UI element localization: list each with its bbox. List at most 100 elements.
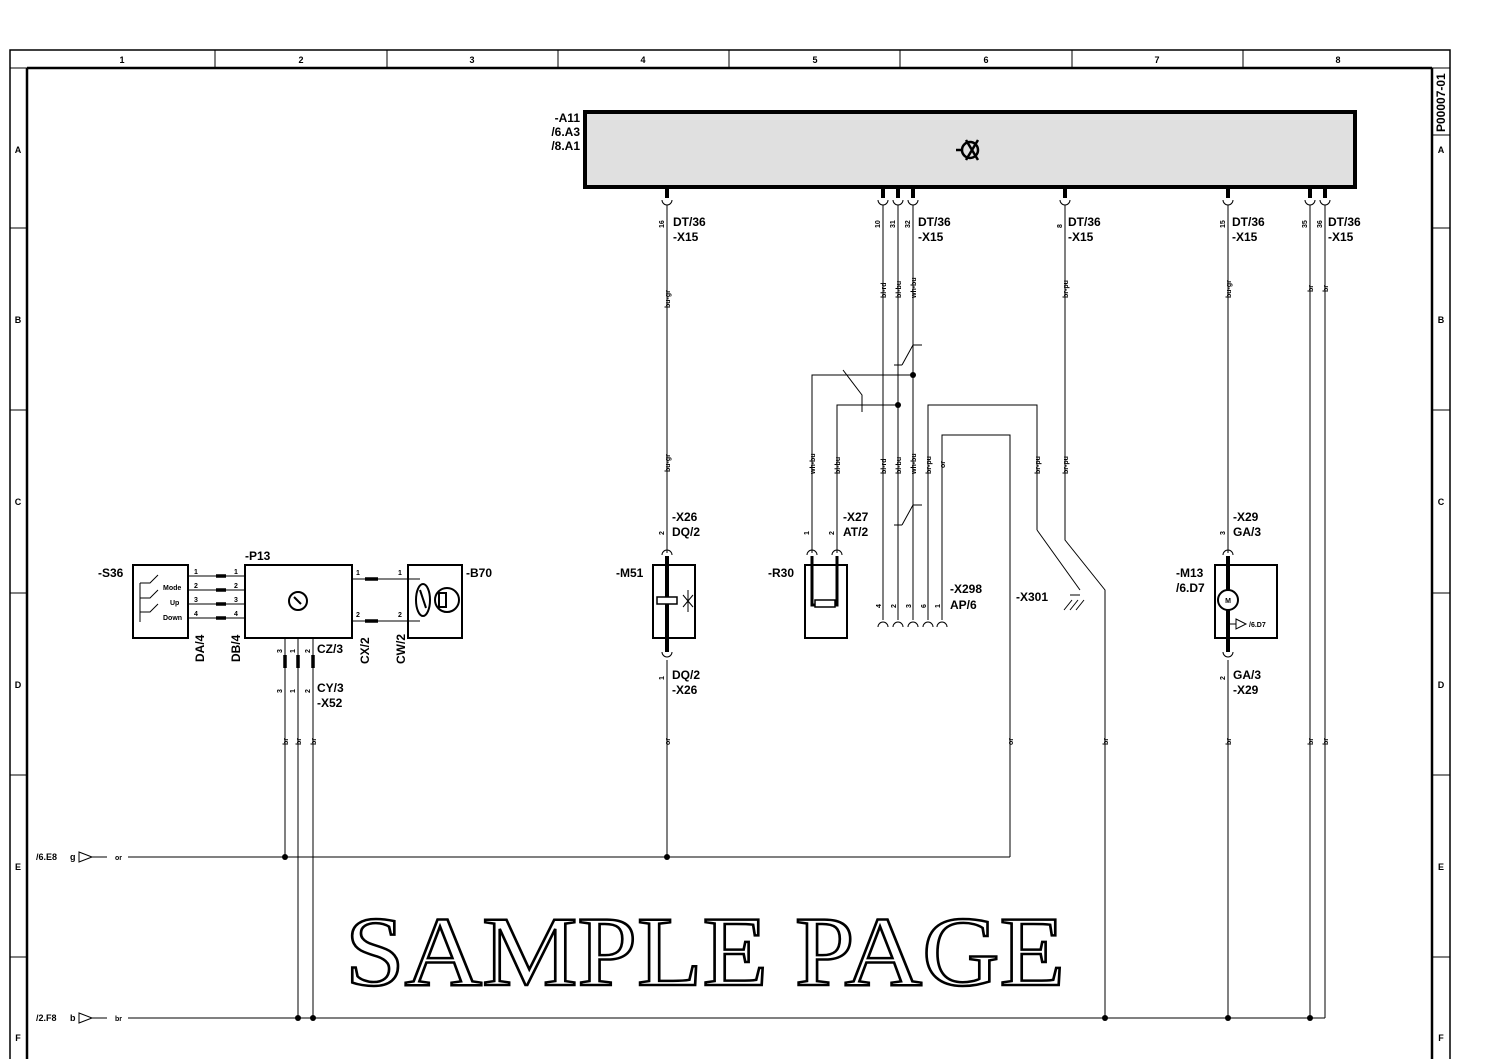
pin-label: 3 xyxy=(906,604,913,608)
wire-color: br xyxy=(1308,738,1315,745)
pin-label: 1 xyxy=(659,676,666,680)
pin-label: 16 xyxy=(659,220,666,228)
pin-label: 1 xyxy=(398,570,402,577)
connector-label: DT/36 xyxy=(1328,215,1361,229)
connector-label: AP/6 xyxy=(950,598,977,612)
connector-name: -X26 xyxy=(672,510,698,524)
sample-page-watermark: SAMPLE PAGE xyxy=(345,896,1065,1007)
wire-color: br xyxy=(1226,738,1233,745)
connector-name: -X52 xyxy=(317,696,343,710)
column-label: 2 xyxy=(298,55,303,65)
input-reference-f8: /2.F8 b br xyxy=(36,1012,122,1024)
wire-color: bu-gr xyxy=(665,454,672,472)
wire-color: br xyxy=(311,738,318,745)
component-r30: -X27 AT/2 1 2 -R30 xyxy=(768,510,869,639)
wire-color: br-pu xyxy=(1063,456,1070,474)
component-p13: -P13 1 2 3 4 DB/4 3 1 2 CZ/3 1 2 CX/2 xyxy=(229,549,385,690)
s36-name: -S36 xyxy=(98,566,124,580)
component-m51: -X26 DQ/2 2 -M51 1 DQ/2 -X26 xyxy=(616,510,700,697)
pin-label: 2 xyxy=(1220,676,1227,680)
connector-label: CW/2 xyxy=(394,634,408,664)
pin-label: 36 xyxy=(1317,220,1324,228)
pin-label: 31 xyxy=(890,220,897,228)
drawing-frame xyxy=(9,49,1451,1059)
arrow-icon xyxy=(78,851,107,863)
connector-label: DA/4 xyxy=(193,634,207,662)
wire-color: bu-gr xyxy=(665,290,672,308)
component-a11: -A11 /6.A3 /8.A1 xyxy=(551,110,1357,189)
input-signal: b xyxy=(70,1013,76,1023)
input-ref: /2.F8 xyxy=(36,1013,57,1023)
connector-label: DT/36 xyxy=(673,215,706,229)
row-label: C xyxy=(1438,497,1445,507)
m51-name: -M51 xyxy=(616,566,644,580)
junction-dots xyxy=(282,372,1313,1021)
column-label: 7 xyxy=(1154,55,1159,65)
connector-label: AT/2 xyxy=(843,525,868,539)
connector-x15: 16 10 31 32 8 15 35 36 DT/36 -X15 DT/36 … xyxy=(659,187,1361,244)
wire-color: br xyxy=(115,1016,122,1023)
pin-label: 32 xyxy=(905,220,912,228)
connector-label: DB/4 xyxy=(229,634,243,662)
connector-label: DT/36 xyxy=(1232,215,1265,229)
pin-label: 2 xyxy=(234,583,238,590)
component-b70: -B70 1 2 CW/2 xyxy=(385,564,492,664)
pin-label: 1 xyxy=(234,569,238,576)
pin-label: 2 xyxy=(194,583,198,590)
column-label: 5 xyxy=(812,55,817,65)
wire-color: br xyxy=(283,738,290,745)
row-labels-right: A B C D E F xyxy=(1438,145,1445,1043)
pin-label: 6 xyxy=(921,604,928,608)
button-label-mode: Mode xyxy=(163,585,181,592)
connector-name: -X15 xyxy=(1232,230,1258,244)
gauge-icon xyxy=(288,591,308,611)
wire-color: br xyxy=(1103,738,1110,745)
p13-name: -P13 xyxy=(245,549,271,563)
a11-ref: /8.A1 xyxy=(551,139,580,153)
m13-ref: /6.D7 xyxy=(1176,581,1205,595)
a11-ref: /6.A3 xyxy=(551,125,580,139)
button-label-up: Up xyxy=(170,600,179,607)
wire-color: bl-rd xyxy=(881,458,888,474)
row-labels-left: A B C D E F xyxy=(15,145,22,1043)
wire-color: bl-bu xyxy=(835,457,842,474)
wire-color: wh-bu xyxy=(911,453,918,475)
pin-label: 2 xyxy=(305,649,312,653)
antenna-symbol-icon xyxy=(956,139,980,161)
pin-label: 35 xyxy=(1302,220,1309,228)
arrow-reference-icon xyxy=(1228,618,1248,630)
pin-label: 1 xyxy=(935,604,942,608)
connector-name: -X29 xyxy=(1233,683,1259,697)
a11-name: -A11 xyxy=(555,111,581,125)
pin-label: 2 xyxy=(398,612,402,619)
column-label: 6 xyxy=(983,55,988,65)
connector-label: DT/36 xyxy=(918,215,951,229)
arrow-reference: /6.D7 xyxy=(1249,622,1266,629)
connector-label: CY/3 xyxy=(317,681,344,695)
connector-name: -X15 xyxy=(673,230,699,244)
column-labels: 1 2 3 4 5 6 7 8 xyxy=(119,55,1340,65)
connector-label: CX/2 xyxy=(358,637,372,664)
row-label: F xyxy=(15,1033,21,1043)
wire-color: br-pu xyxy=(1063,280,1070,298)
pin-label: 4 xyxy=(876,604,883,608)
wire-color: bu-gr xyxy=(1226,280,1233,298)
pin-label: 1 xyxy=(290,689,297,693)
connector-label: GA/3 xyxy=(1233,668,1261,682)
connector-name: -X15 xyxy=(918,230,944,244)
wire-color: wh-bu xyxy=(810,453,817,475)
pin-label: 1 xyxy=(356,570,360,577)
input-ref: /6.E8 xyxy=(36,852,57,862)
wire-color: bl-bu xyxy=(896,457,903,474)
connector-name: -X298 xyxy=(950,582,982,596)
splice-x301: -X301 xyxy=(1016,590,1085,611)
wire-color: or xyxy=(940,461,947,468)
pin-label: 15 xyxy=(1220,220,1227,228)
row-label: D xyxy=(1438,680,1445,690)
pin-label: 2 xyxy=(356,612,360,619)
component-s36: -S36 Mode Up Down 1 2 3 4 DA/4 xyxy=(98,564,230,662)
pin-label: 1 xyxy=(194,569,198,576)
pin-label: 1 xyxy=(290,649,297,653)
input-signal: g xyxy=(70,852,76,862)
